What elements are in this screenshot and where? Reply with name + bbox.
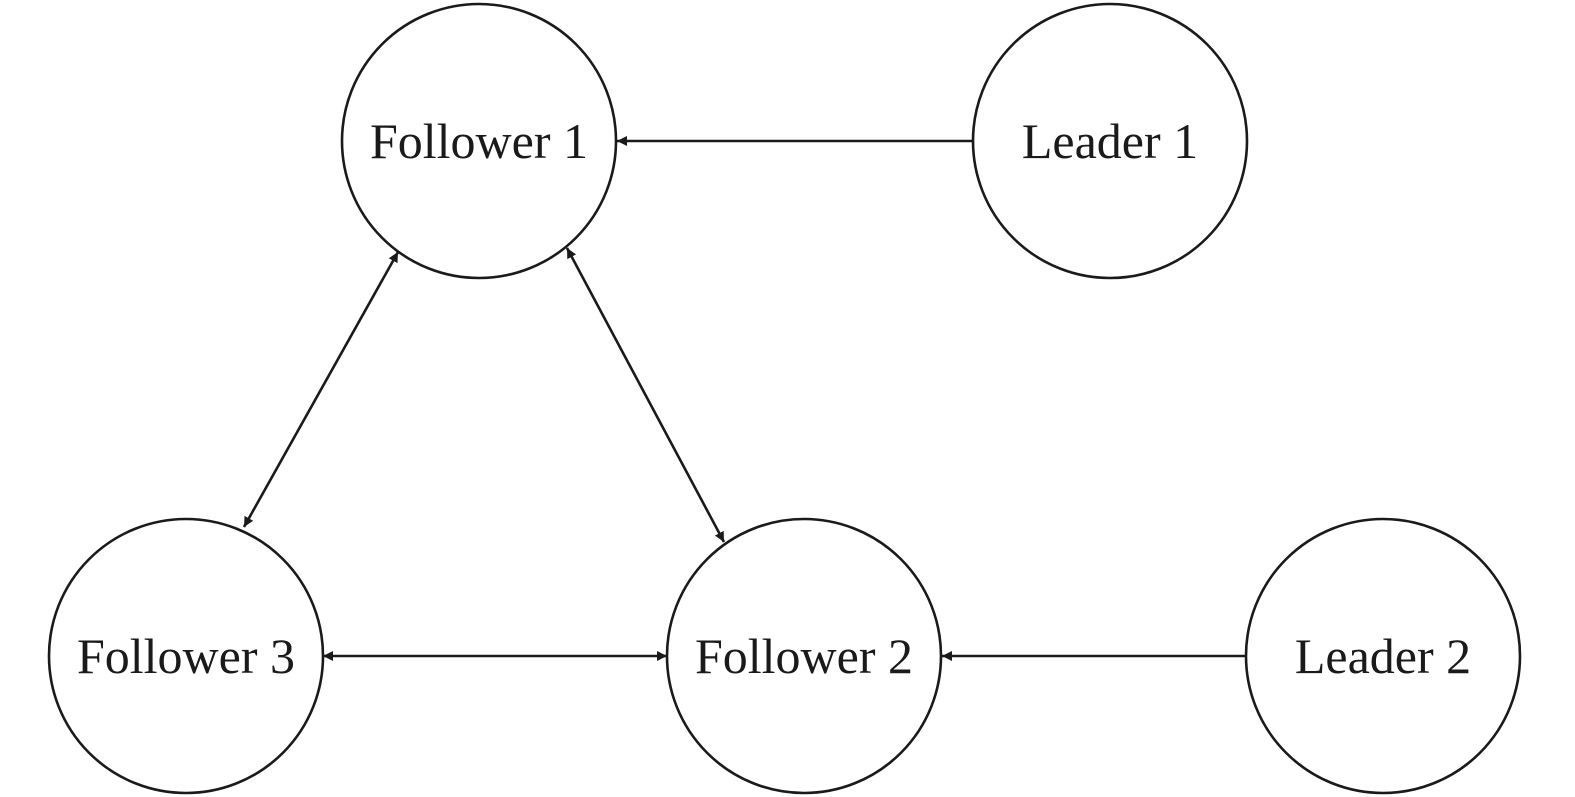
node-follower-3: Follower 3 (47, 517, 325, 795)
node-circle (47, 517, 325, 795)
node-circle (971, 2, 1249, 280)
node-label-leader-2: Leader 2 (1295, 628, 1471, 684)
node-follower-2: Follower 2 (665, 517, 943, 795)
node-follower-1: Follower 1 (340, 2, 618, 280)
node-label-follower-3: Follower 3 (77, 628, 295, 684)
node-label-leader-1: Leader 1 (1022, 113, 1198, 169)
node-circle (665, 517, 943, 795)
edge-follower1-follower3 (242, 251, 400, 528)
edge-follower1-follower2 (565, 247, 726, 543)
node-label-follower-2: Follower 2 (695, 628, 913, 684)
node-circle (340, 2, 618, 280)
edges (242, 136, 1247, 661)
node-leader-1: Leader 1 (971, 2, 1249, 280)
node-leader-2: Leader 2 (1244, 517, 1522, 795)
node-label-follower-1: Follower 1 (370, 113, 588, 169)
node-circle (1244, 517, 1522, 795)
